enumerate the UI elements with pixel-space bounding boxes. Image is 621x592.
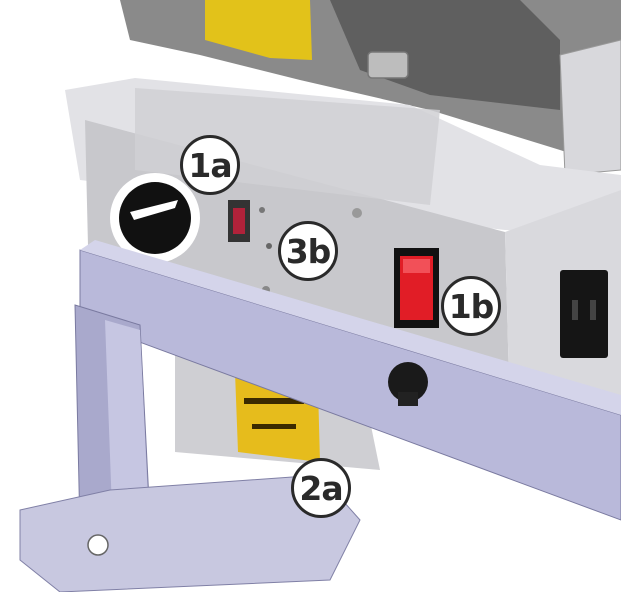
- indicator-dot-1: [259, 207, 265, 213]
- rocker-switch-highlight: [403, 259, 430, 273]
- outlet-slot-2: [590, 300, 596, 320]
- small-switch: [233, 208, 245, 234]
- upper-gear-housing: [330, 0, 560, 110]
- callout-1b: 1b: [441, 276, 501, 336]
- logo-badge-inner: [119, 182, 191, 254]
- power-outlet-icon: [560, 270, 608, 358]
- outlet-slot-1: [572, 300, 578, 320]
- hex-bolt: [367, 51, 409, 79]
- yellow-bracket: [205, 0, 312, 60]
- callout-3b: 3b: [278, 221, 338, 281]
- callout-1a: 1a: [180, 135, 240, 195]
- frame-beam-top: [80, 240, 621, 415]
- indicator-dot-2: [352, 208, 362, 218]
- indicator-dot-4: [266, 243, 272, 249]
- frame-leg-inner: [105, 320, 148, 510]
- motor-label-text-2: [252, 424, 296, 429]
- callout-2a: 2a: [291, 458, 351, 518]
- frame-beam: [79, 249, 621, 521]
- motor-label-text-1: [244, 398, 304, 404]
- foot-mount-hole: [87, 534, 109, 556]
- knob-shaft: [398, 392, 418, 406]
- right-tray: [559, 39, 621, 176]
- foot-plate: [19, 474, 361, 592]
- logo-badge-mark: [130, 200, 178, 220]
